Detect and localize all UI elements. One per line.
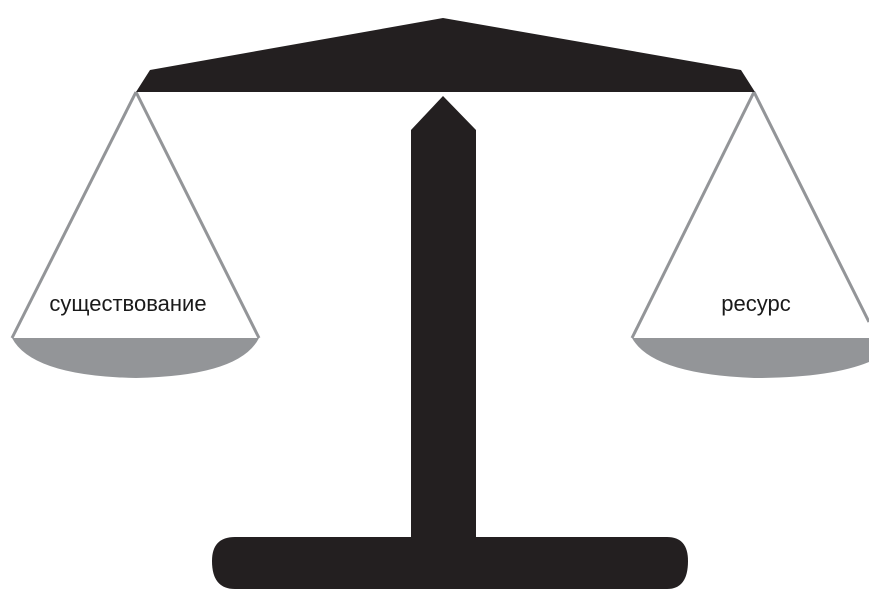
left-pan-label: существование (49, 291, 206, 316)
left-pan (12, 338, 259, 378)
right-pan (632, 338, 869, 378)
scale-column (411, 96, 476, 545)
right-pan-string-right (752, 91, 869, 323)
scale-base (212, 537, 688, 589)
right-pan-string-left (630, 91, 756, 339)
left-pan-string-left (10, 91, 138, 339)
right-pan-strings (630, 91, 869, 339)
left-pan-string-right (134, 91, 261, 339)
left-pan-strings (10, 91, 261, 339)
right-pan-label: ресурс (721, 291, 790, 316)
scale-beam (136, 18, 755, 92)
